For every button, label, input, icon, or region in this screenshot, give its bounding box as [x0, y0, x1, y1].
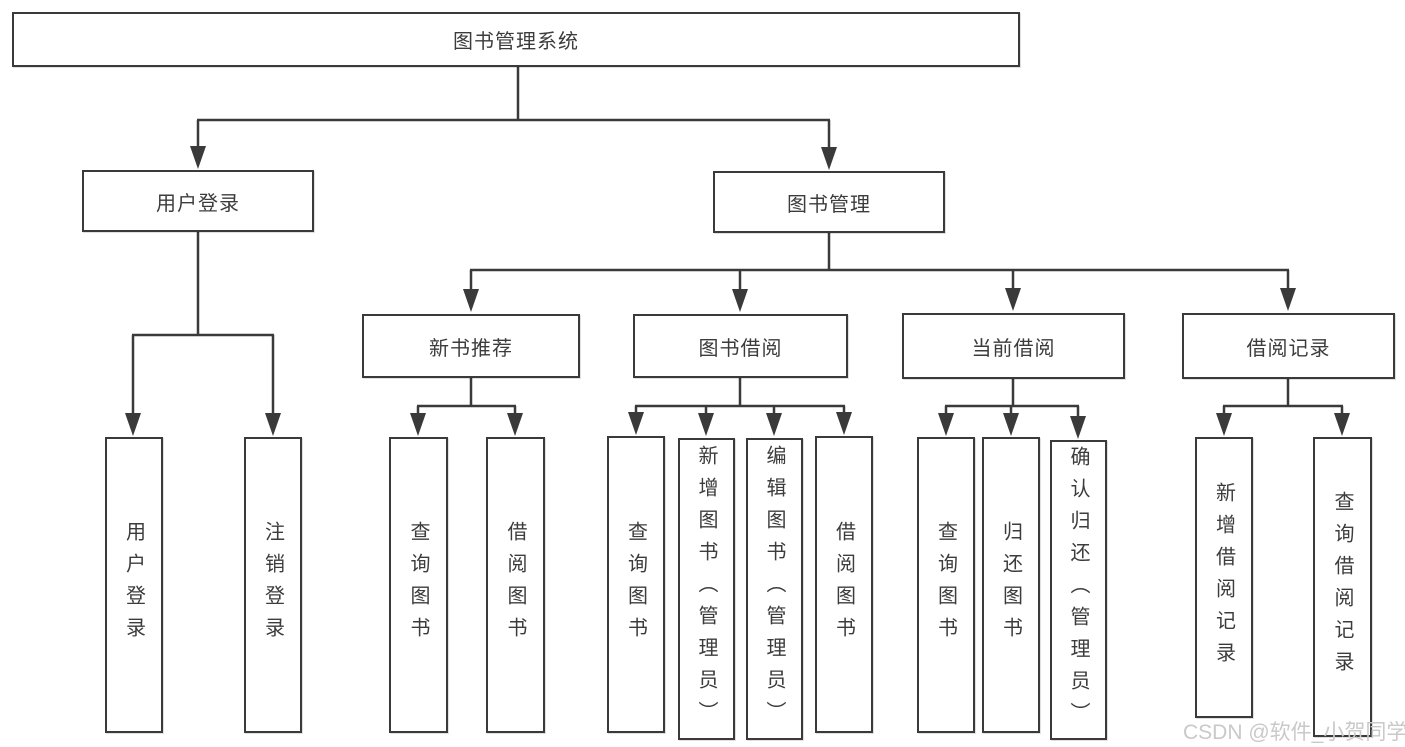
- node-add-book-admin: 新增图书（管理员）: [678, 438, 735, 740]
- node-book-management: 图书管理: [713, 171, 945, 233]
- node-return-book: 归还图书: [982, 437, 1040, 733]
- node-user-login-leaf: 用户登录: [105, 437, 163, 733]
- csdn-watermark: CSDN @软件_小贺同学: [1183, 721, 1405, 744]
- node-new-book-recommend: 新书推荐: [362, 314, 580, 378]
- node-borrow-books-leaf: 借阅图书: [815, 436, 873, 733]
- node-query-borrow-record: 查询借阅记录: [1313, 437, 1372, 737]
- node-current-borrow: 当前借阅: [902, 313, 1125, 379]
- node-borrow-books-recommend: 借阅图书: [486, 437, 545, 733]
- node-user-login: 用户登录: [82, 170, 314, 232]
- node-query-books-current: 查询图书: [917, 437, 975, 733]
- node-query-books-recommend: 查询图书: [389, 437, 448, 733]
- node-logout-leaf: 注销登录: [244, 437, 302, 733]
- node-confirm-return-admin: 确认归还（管理员）: [1050, 440, 1107, 740]
- node-query-books-borrow: 查询图书: [607, 436, 665, 733]
- node-library-system: 图书管理系统: [12, 12, 1020, 67]
- node-edit-book-admin: 编辑图书（管理员）: [746, 438, 803, 740]
- node-borrow-records: 借阅记录: [1182, 313, 1395, 379]
- node-book-borrow: 图书借阅: [633, 314, 848, 378]
- node-add-borrow-record: 新增借阅记录: [1195, 437, 1253, 718]
